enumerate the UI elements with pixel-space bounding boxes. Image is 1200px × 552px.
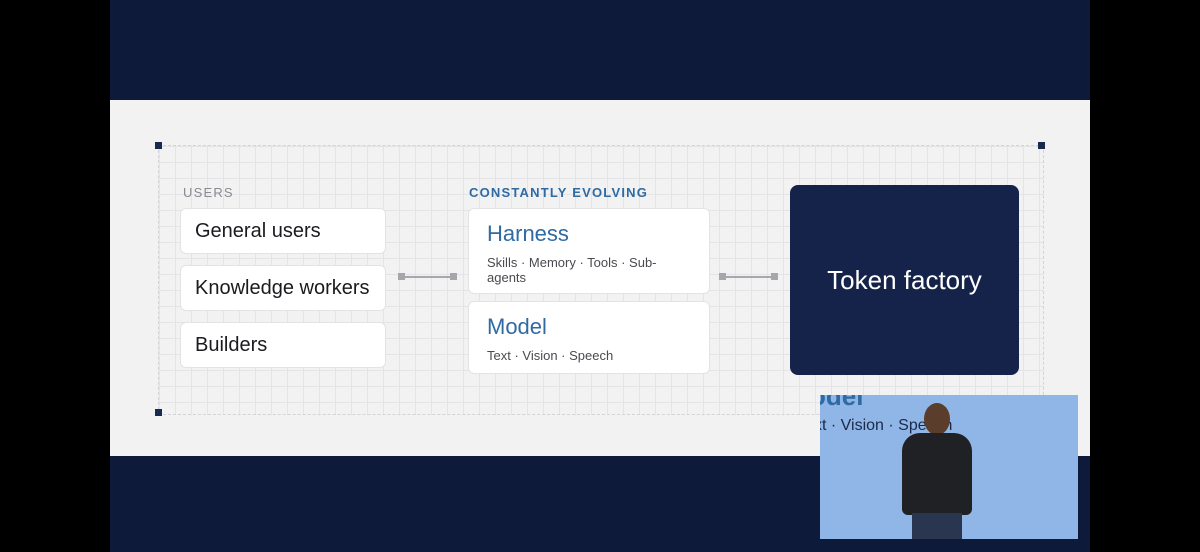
pip-caption: xt · Vision · Speech [820, 417, 953, 434]
constantly-evolving-label: CONSTANTLY EVOLVING [469, 185, 649, 200]
speaker-head [924, 403, 950, 435]
speaker-video-overlay: odel xt · Vision · Speech [820, 395, 1078, 539]
user-card-knowledge-workers: Knowledge workers [180, 265, 386, 311]
pip-caption-top: odel [820, 395, 864, 411]
harness-title: Harness [487, 221, 569, 246]
corner-marker [155, 409, 162, 416]
model-subtitle: Text · Vision · Speech [487, 348, 614, 363]
user-card-builders: Builders [180, 322, 386, 368]
token-factory-box: Token factory [790, 185, 1019, 375]
harness-card: Harness Skills · Memory · Tools · Sub-ag… [468, 208, 710, 294]
connector-node [719, 273, 726, 280]
corner-marker [155, 142, 162, 149]
user-card-general-users: General users [180, 208, 386, 254]
speaker-legs [912, 513, 962, 539]
corner-marker [1038, 142, 1045, 149]
speaker-body [902, 433, 972, 515]
model-title: Model [487, 314, 547, 339]
connector-node [398, 273, 405, 280]
connector-node [450, 273, 457, 280]
users-label: USERS [183, 185, 234, 200]
connector-node [771, 273, 778, 280]
connector-line [726, 276, 771, 278]
model-card: Model Text · Vision · Speech [468, 301, 710, 374]
connector-line [405, 276, 450, 278]
slide: USERS CONSTANTLY EVOLVING General users … [110, 100, 1090, 456]
harness-subtitle: Skills · Memory · Tools · Sub-agents [487, 255, 657, 285]
